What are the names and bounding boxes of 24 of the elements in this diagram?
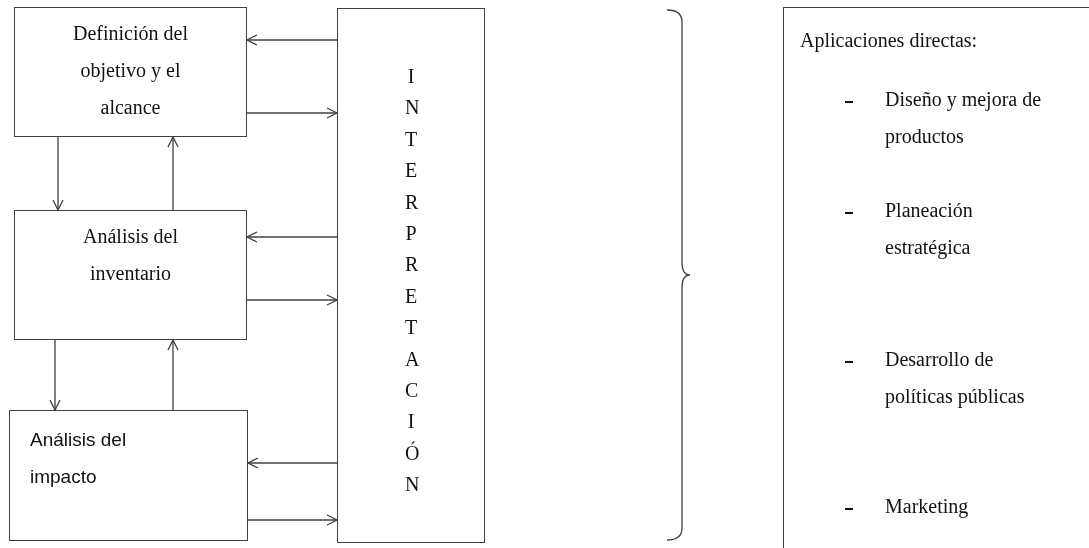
process-box xyxy=(14,7,247,137)
process-box xyxy=(9,410,248,541)
box-label: Definición del objetivo y el alcance xyxy=(72,21,189,120)
list-panel xyxy=(783,7,1089,548)
arrow xyxy=(246,231,338,243)
process-box xyxy=(14,210,247,340)
list-item: Desarrollo de políticas públicas xyxy=(885,347,1026,410)
arrow xyxy=(247,514,338,526)
process-box xyxy=(337,8,485,543)
box-label: Análisis del impacto xyxy=(30,428,128,489)
vertical-label: INTERPRETACIÓN xyxy=(405,64,417,498)
arrow xyxy=(247,457,338,469)
arrow xyxy=(246,107,338,119)
list-item: Marketing xyxy=(885,494,970,520)
arrow xyxy=(49,339,61,411)
arrow xyxy=(246,294,338,306)
list-item: Planeación estratégica xyxy=(885,198,974,261)
panel-heading: Aplicaciones directas: xyxy=(800,28,978,54)
arrow xyxy=(52,136,64,211)
box-label: Análisis del inventario xyxy=(82,224,179,286)
arrow xyxy=(167,136,179,211)
arrow xyxy=(167,339,179,411)
list-item: Diseño y mejora de productos xyxy=(885,87,1043,150)
arrow xyxy=(246,34,338,46)
